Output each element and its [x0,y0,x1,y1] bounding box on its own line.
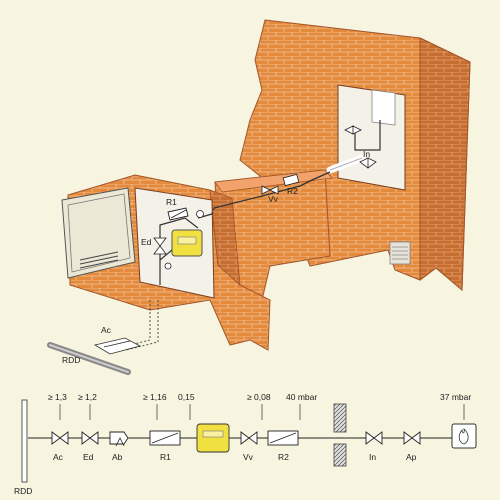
r2-regulator-icon [282,173,300,187]
boiler [371,89,396,126]
schematic-ab-label: Ab [112,452,123,462]
label-r2: R2 [287,186,298,196]
schematic-meter-icon [196,423,230,453]
schematic-ed-label: Ed [83,452,94,462]
schematic-r1-pressure: ≥ 1,16 [143,392,167,402]
cabinet-wall-side [209,189,241,286]
ac-valve-box [93,337,142,355]
schematic-r2out-pressure: 40 mbar [286,392,317,402]
ed-knob-icon [164,262,172,270]
schematic-wall-upper [333,403,347,433]
schematic-burner-pressure: 37 mbar [440,392,471,402]
in-valve-icon [359,157,377,169]
riser-pipe [213,171,331,209]
schematic-rdd-pipe [21,399,28,483]
schematic-rdd-label: RDD [14,486,32,496]
label-rdd: RDD [62,355,80,365]
schematic-r2-label: R2 [278,452,289,462]
niche-valve-icon [344,125,362,135]
niche-pipe [354,120,381,151]
schematic-meter-pressure: 0,15 [178,392,195,402]
label-in: In [363,149,370,159]
schematic-ac-valve-icon [51,431,69,445]
ed-valve-icon [153,237,167,255]
vv-valve-icon [261,185,279,195]
schematic-ap-valve-icon [403,431,421,445]
schematic: RDD Ac ≥ 1,3 Ed ≥ 1,2 Ab R1 ≥ 1,16 0,15 … [14,392,477,496]
label-ac: Ac [101,325,112,335]
label-vv: Vv [268,194,279,204]
schematic-r2-pressure: ≥ 0,08 [247,392,271,402]
schematic-ap-label: Ap [406,452,417,462]
door-grille [79,251,119,269]
schematic-in-label: In [369,452,376,462]
schematic-vv-label: Vv [243,452,254,462]
schematic-ab-filter-icon [109,431,129,445]
flame-icon [458,428,469,445]
schematic-r1-label: R1 [160,452,171,462]
schematic-vv-valve-icon [240,431,258,445]
label-r1: R1 [166,197,177,207]
back-wall-side [419,37,471,292]
schematic-wall-lower [333,443,347,467]
gauge-icon [196,210,204,218]
schematic-ac-label: Ac [53,452,64,462]
label-ed: Ed [141,237,152,247]
vent-grille [389,241,411,265]
cabinet-door [61,187,136,279]
schematic-ed-pressure: ≥ 1,2 [78,392,97,402]
schematic-in-valve-icon [365,431,383,445]
schematic-ed-valve-icon [81,431,99,445]
low-wall-top [214,169,333,193]
schematic-ac-pressure: ≥ 1,3 [48,392,67,402]
